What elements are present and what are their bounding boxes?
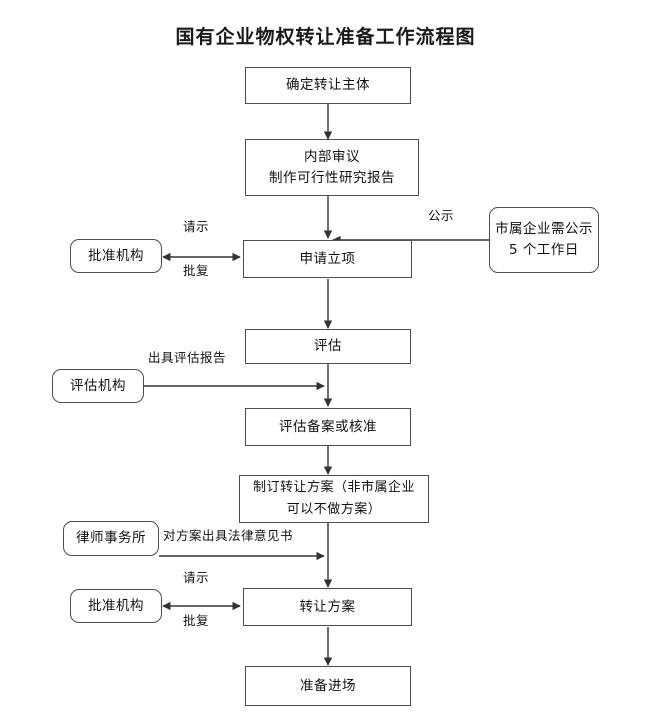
node-confirm-subject-label: 确定转让主体 bbox=[286, 77, 370, 93]
node-law-firm[interactable]: 律师事务所 bbox=[63, 521, 159, 556]
node-appraisal-record[interactable]: 评估备案或核准 bbox=[245, 408, 411, 446]
node-appraisal-record-label: 评估备案或核准 bbox=[279, 418, 377, 435]
edge-label-reply-bottom: 批复 bbox=[183, 613, 210, 628]
node-law-firm-label: 律师事务所 bbox=[76, 530, 146, 546]
edge-label-request-top: 请示 bbox=[183, 219, 210, 234]
node-appraisal-label: 评估 bbox=[314, 338, 342, 354]
node-approval-org-bottom-label: 批准机构 bbox=[88, 597, 144, 614]
node-approval-org-top[interactable]: 批准机构 bbox=[70, 239, 162, 273]
node-public-notice-line2: 5 个工作日 bbox=[509, 242, 579, 258]
node-appraisal-org-label: 评估机构 bbox=[70, 377, 126, 394]
node-apply-project[interactable]: 申请立项 bbox=[243, 240, 412, 278]
node-approval-org-top-label: 批准机构 bbox=[88, 247, 144, 264]
edge-label-issue-appraisal-report: 出具评估报告 bbox=[148, 350, 227, 365]
node-public-notice-line1: 市属企业需公示 bbox=[495, 221, 593, 237]
node-transfer-plan[interactable]: 转让方案 bbox=[243, 588, 412, 626]
node-internal-review[interactable]: 内部审议 制作可行性研究报告 bbox=[245, 139, 419, 196]
node-draft-plan-line1: 制订转让方案（非市属企业 bbox=[252, 480, 415, 495]
node-internal-review-line1: 内部审议 bbox=[304, 148, 360, 165]
node-prepare-entry-label: 准备进场 bbox=[300, 677, 356, 694]
node-apply-project-label: 申请立项 bbox=[299, 250, 356, 267]
node-appraisal[interactable]: 评估 bbox=[245, 329, 411, 364]
edge-label-reply-top: 批复 bbox=[183, 263, 210, 278]
node-appraisal-org[interactable]: 评估机构 bbox=[52, 369, 144, 403]
node-draft-plan[interactable]: 制订转让方案（非市属企业 可以不做方案） bbox=[239, 475, 429, 523]
node-transfer-plan-label: 转让方案 bbox=[299, 598, 356, 615]
node-confirm-subject[interactable]: 确定转让主体 bbox=[245, 67, 411, 104]
edge-label-legal-opinion: 对方案出具法律意见书 bbox=[163, 528, 294, 543]
page-title: 国有企业物权转让准备工作流程图 bbox=[175, 26, 476, 48]
node-prepare-entry[interactable]: 准备进场 bbox=[245, 666, 411, 706]
node-draft-plan-line2: 可以不做方案） bbox=[286, 502, 382, 517]
node-public-notice[interactable]: 市属企业需公示 5 个工作日 bbox=[489, 207, 599, 273]
node-internal-review-line2: 制作可行性研究报告 bbox=[269, 169, 395, 186]
node-approval-org-bottom[interactable]: 批准机构 bbox=[70, 589, 162, 623]
edge-label-request-bottom: 请示 bbox=[183, 570, 210, 585]
edge-label-public-notice: 公示 bbox=[428, 208, 455, 223]
